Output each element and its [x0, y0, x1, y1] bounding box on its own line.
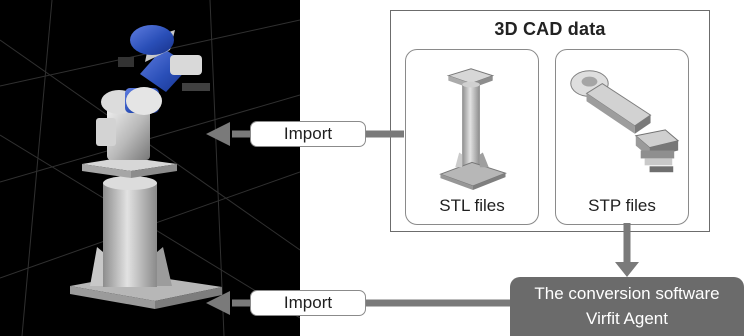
cad-data-panel: 3D CAD data STL files: [390, 10, 710, 232]
cad-data-title: 3D CAD data: [494, 19, 606, 39]
stp-files-label: STP files: [588, 196, 656, 215]
import-label-top: Import: [250, 121, 366, 147]
robot-model-scene: [0, 0, 300, 336]
robot-arm-part-icon: [570, 70, 680, 173]
conversion-software-name: The conversion software: [534, 284, 720, 303]
stp-files-card: STP files: [555, 49, 689, 225]
virfit-agent-name: Virfit Agent: [586, 309, 668, 328]
pillar-part-icon: [439, 68, 507, 190]
robot-base-pillar: [70, 157, 222, 309]
conversion-software-box: The conversion software Virfit Agent: [510, 277, 744, 336]
3d-viewport: [0, 0, 300, 336]
import-label-bottom: Import: [250, 290, 366, 316]
stl-files-label: STL files: [439, 196, 505, 215]
robot-arm-model: [96, 25, 210, 160]
stl-files-card: STL files: [405, 49, 539, 225]
